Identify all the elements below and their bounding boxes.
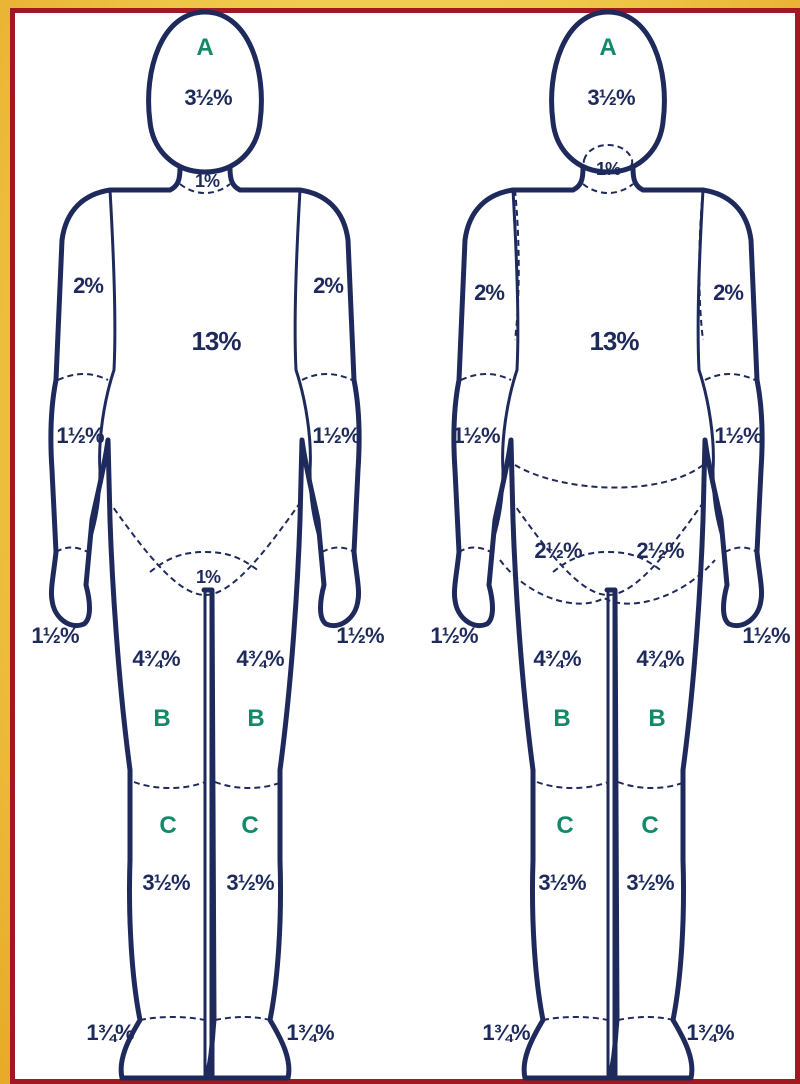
front-leg-right-letter: C [241,812,258,839]
back-foot-right-pct: 1¾% [686,1020,734,1045]
back-upper-arm-left-pct: 2% [474,280,504,305]
back-thigh-left-pct: 4¾% [533,646,581,671]
front-neck-pct: 1% [195,171,220,191]
back-hand-left-pct: 1½% [430,623,478,648]
back-head-pct: 3½% [587,85,635,110]
front-thigh-right-pct: 4¾% [236,646,284,671]
front-genital-pct: 1% [196,567,221,587]
front-trunk-pct: 13% [191,326,241,356]
front-forearm-right-pct: 1½% [312,423,360,448]
back-head-letter: A [599,34,616,61]
back-neck-pct: 1% [596,159,621,179]
front-leg-left-pct: 3½% [142,870,190,895]
back-thigh-right-letter: B [648,705,665,732]
front-head-letter: A [196,34,213,61]
back-thigh-right-pct: 4¾% [636,646,684,671]
back-leg-left-pct: 3½% [538,870,586,895]
back-thigh-left-letter: B [553,705,570,732]
back-leg-right-pct: 3½% [626,870,674,895]
front-hand-left-pct: 1½% [31,623,79,648]
back-hand-right-pct: 1½% [742,623,790,648]
back-buttock-right-pct: 2½% [636,538,684,563]
back-trunk-pct: 13% [589,326,639,356]
back-figure: A 3½% 1% 13% 2% 2% 1½% 1½% 1½% 1½% 2½% 2… [430,12,790,1078]
front-foot-left-pct: 1¾% [86,1020,134,1045]
front-hand-right-pct: 1½% [336,623,384,648]
back-buttock-left-pct: 2½% [534,538,582,563]
front-forearm-left-pct: 1½% [56,423,104,448]
front-leg-right-pct: 3½% [226,870,274,895]
front-thigh-left-pct: 4¾% [132,646,180,671]
back-forearm-right-pct: 1½% [714,423,762,448]
front-figure: A 3½% 1% 13% 2% 2% 1½% 1½% 1½% 1½% 1% 4¾… [31,12,384,1078]
back-waist-line [515,465,703,488]
front-upper-arm-right-pct: 2% [313,273,343,298]
front-head-pct: 3½% [184,85,232,110]
front-leg-left-letter: C [159,812,176,839]
front-foot-right-pct: 1¾% [286,1020,334,1045]
front-thigh-left-letter: B [153,705,170,732]
front-upper-arm-left-pct: 2% [73,273,103,298]
front-thigh-right-letter: B [247,705,264,732]
back-leg-right-letter: C [641,812,658,839]
back-leg-left-letter: C [556,812,573,839]
back-forearm-left-pct: 1½% [452,423,500,448]
back-foot-left-pct: 1¾% [482,1020,530,1045]
back-upper-arm-right-pct: 2% [713,280,743,305]
